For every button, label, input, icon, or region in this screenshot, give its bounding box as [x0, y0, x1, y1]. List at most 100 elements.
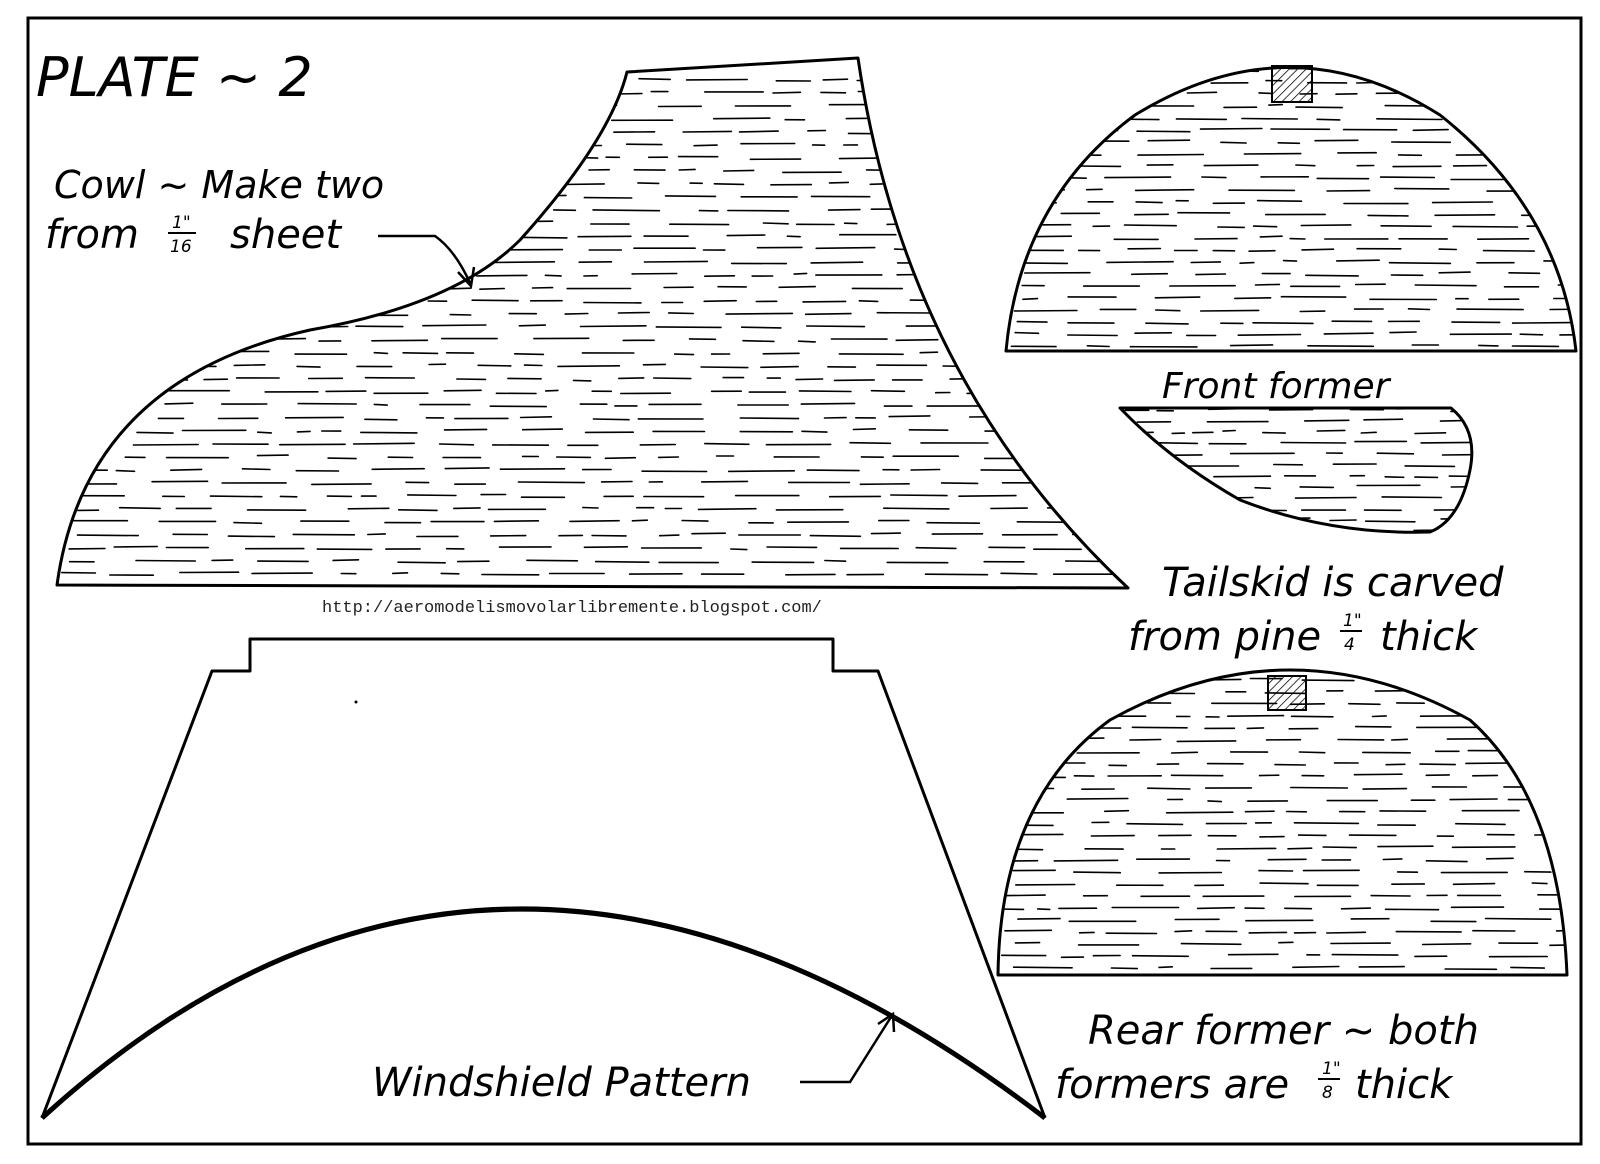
grain-stroke — [209, 495, 263, 498]
grain-stroke — [1254, 283, 1281, 286]
grain-stroke — [828, 181, 850, 184]
grain-stroke — [1021, 103, 1078, 106]
grain-stroke — [895, 338, 939, 342]
front-former-notch — [1271, 65, 1313, 103]
grain-stroke — [438, 130, 472, 134]
grain-stroke — [919, 351, 939, 354]
grain-stroke — [1004, 714, 1045, 717]
grain-stroke — [1340, 907, 1372, 910]
grain-stroke — [1455, 94, 1514, 97]
grain-stroke — [1438, 271, 1471, 274]
tailskid-fraction-numerator: 1" — [1343, 611, 1362, 631]
grain-stroke — [118, 324, 188, 327]
grain-stroke — [465, 171, 482, 174]
grain-stroke — [1414, 284, 1477, 287]
grain-stroke — [617, 311, 651, 314]
grain-stroke — [113, 545, 158, 548]
grain-stroke — [74, 352, 132, 355]
grain-stroke — [889, 494, 948, 497]
grain-stroke — [673, 353, 695, 356]
grain-stroke — [693, 144, 718, 147]
grain-stroke — [1508, 271, 1541, 275]
grain-stroke — [742, 339, 775, 343]
grain-stroke — [1104, 144, 1128, 147]
grain-stroke — [298, 130, 360, 133]
grain-stroke — [1431, 201, 1494, 204]
grain-stroke — [1022, 130, 1053, 134]
grain-stroke — [1161, 486, 1219, 489]
grain-stroke — [945, 209, 978, 212]
windshield-arc — [40, 906, 1047, 1120]
grain-stroke — [274, 143, 296, 146]
grain-stroke — [924, 573, 989, 576]
grain-stroke — [1531, 882, 1548, 885]
grain-stroke — [617, 377, 645, 380]
grain-stroke — [1176, 740, 1237, 743]
grain-stroke — [1175, 118, 1228, 121]
grain-stroke — [1448, 475, 1472, 478]
grain-stroke — [1433, 508, 1472, 511]
grain-stroke — [1086, 344, 1110, 348]
grain-stroke — [1407, 307, 1431, 311]
grain-stroke — [703, 299, 738, 303]
tailskid-label-line2-prefix: from pine — [1128, 614, 1321, 660]
grain-stroke — [1114, 118, 1160, 121]
grain-stroke — [801, 430, 828, 433]
grain-stroke — [1038, 325, 1101, 328]
grain-stroke — [713, 183, 745, 186]
grain-stroke — [1419, 763, 1456, 766]
front-former-wood-grain — [1006, 67, 1576, 348]
grain-stroke — [700, 366, 749, 369]
rear-former-fraction-denominator: 8 — [1322, 1083, 1333, 1103]
grain-stroke — [371, 339, 429, 342]
grain-stroke — [557, 364, 621, 368]
grain-stroke — [359, 431, 418, 434]
grain-stroke — [66, 156, 124, 159]
grain-stroke — [637, 182, 660, 185]
grain-stroke — [74, 365, 143, 368]
grain-stroke — [1016, 520, 1080, 524]
grain-stroke — [583, 545, 629, 549]
grain-stroke — [631, 519, 649, 522]
grain-stroke — [158, 129, 193, 132]
grain-stroke — [310, 483, 372, 486]
grain-stroke — [1282, 259, 1298, 262]
grain-stroke — [1482, 249, 1535, 252]
grain-stroke — [910, 468, 941, 471]
grain-stroke — [1294, 496, 1357, 499]
grain-stroke — [1389, 331, 1417, 334]
grain-stroke — [296, 365, 321, 368]
grain-stroke — [1331, 953, 1399, 956]
grain-stroke — [1216, 847, 1277, 850]
windshield-ink-dot — [354, 700, 358, 704]
grain-stroke — [1301, 248, 1335, 251]
grain-stroke — [1013, 309, 1078, 312]
grain-stroke — [1190, 261, 1222, 264]
grain-stroke — [92, 377, 124, 380]
grain-stroke — [1519, 117, 1564, 121]
grain-stroke — [1014, 331, 1040, 335]
grain-stroke — [1390, 738, 1409, 741]
grain-stroke — [990, 236, 1018, 239]
grain-stroke — [1006, 738, 1028, 741]
grain-stroke — [1120, 464, 1149, 468]
grain-stroke — [212, 132, 277, 135]
grain-stroke — [778, 285, 817, 289]
grain-stroke — [1290, 715, 1334, 718]
grain-stroke — [1103, 80, 1128, 83]
grain-stroke — [372, 91, 419, 94]
grain-stroke — [1329, 519, 1357, 522]
front-former-label: Front former — [1162, 366, 1392, 407]
grain-stroke — [762, 352, 800, 355]
windshield-label: Windshield Pattern — [372, 1060, 751, 1106]
grain-stroke — [1404, 465, 1456, 468]
grain-stroke — [1002, 704, 1062, 707]
tailskid-fraction-denominator: 4 — [1344, 635, 1355, 655]
grain-stroke — [691, 532, 727, 535]
grain-stroke — [1036, 908, 1051, 911]
grain-stroke — [1073, 871, 1122, 874]
grain-stroke — [1071, 416, 1128, 419]
grain-stroke — [1222, 429, 1236, 432]
grain-stroke — [1094, 68, 1148, 71]
grain-stroke — [1252, 225, 1278, 228]
